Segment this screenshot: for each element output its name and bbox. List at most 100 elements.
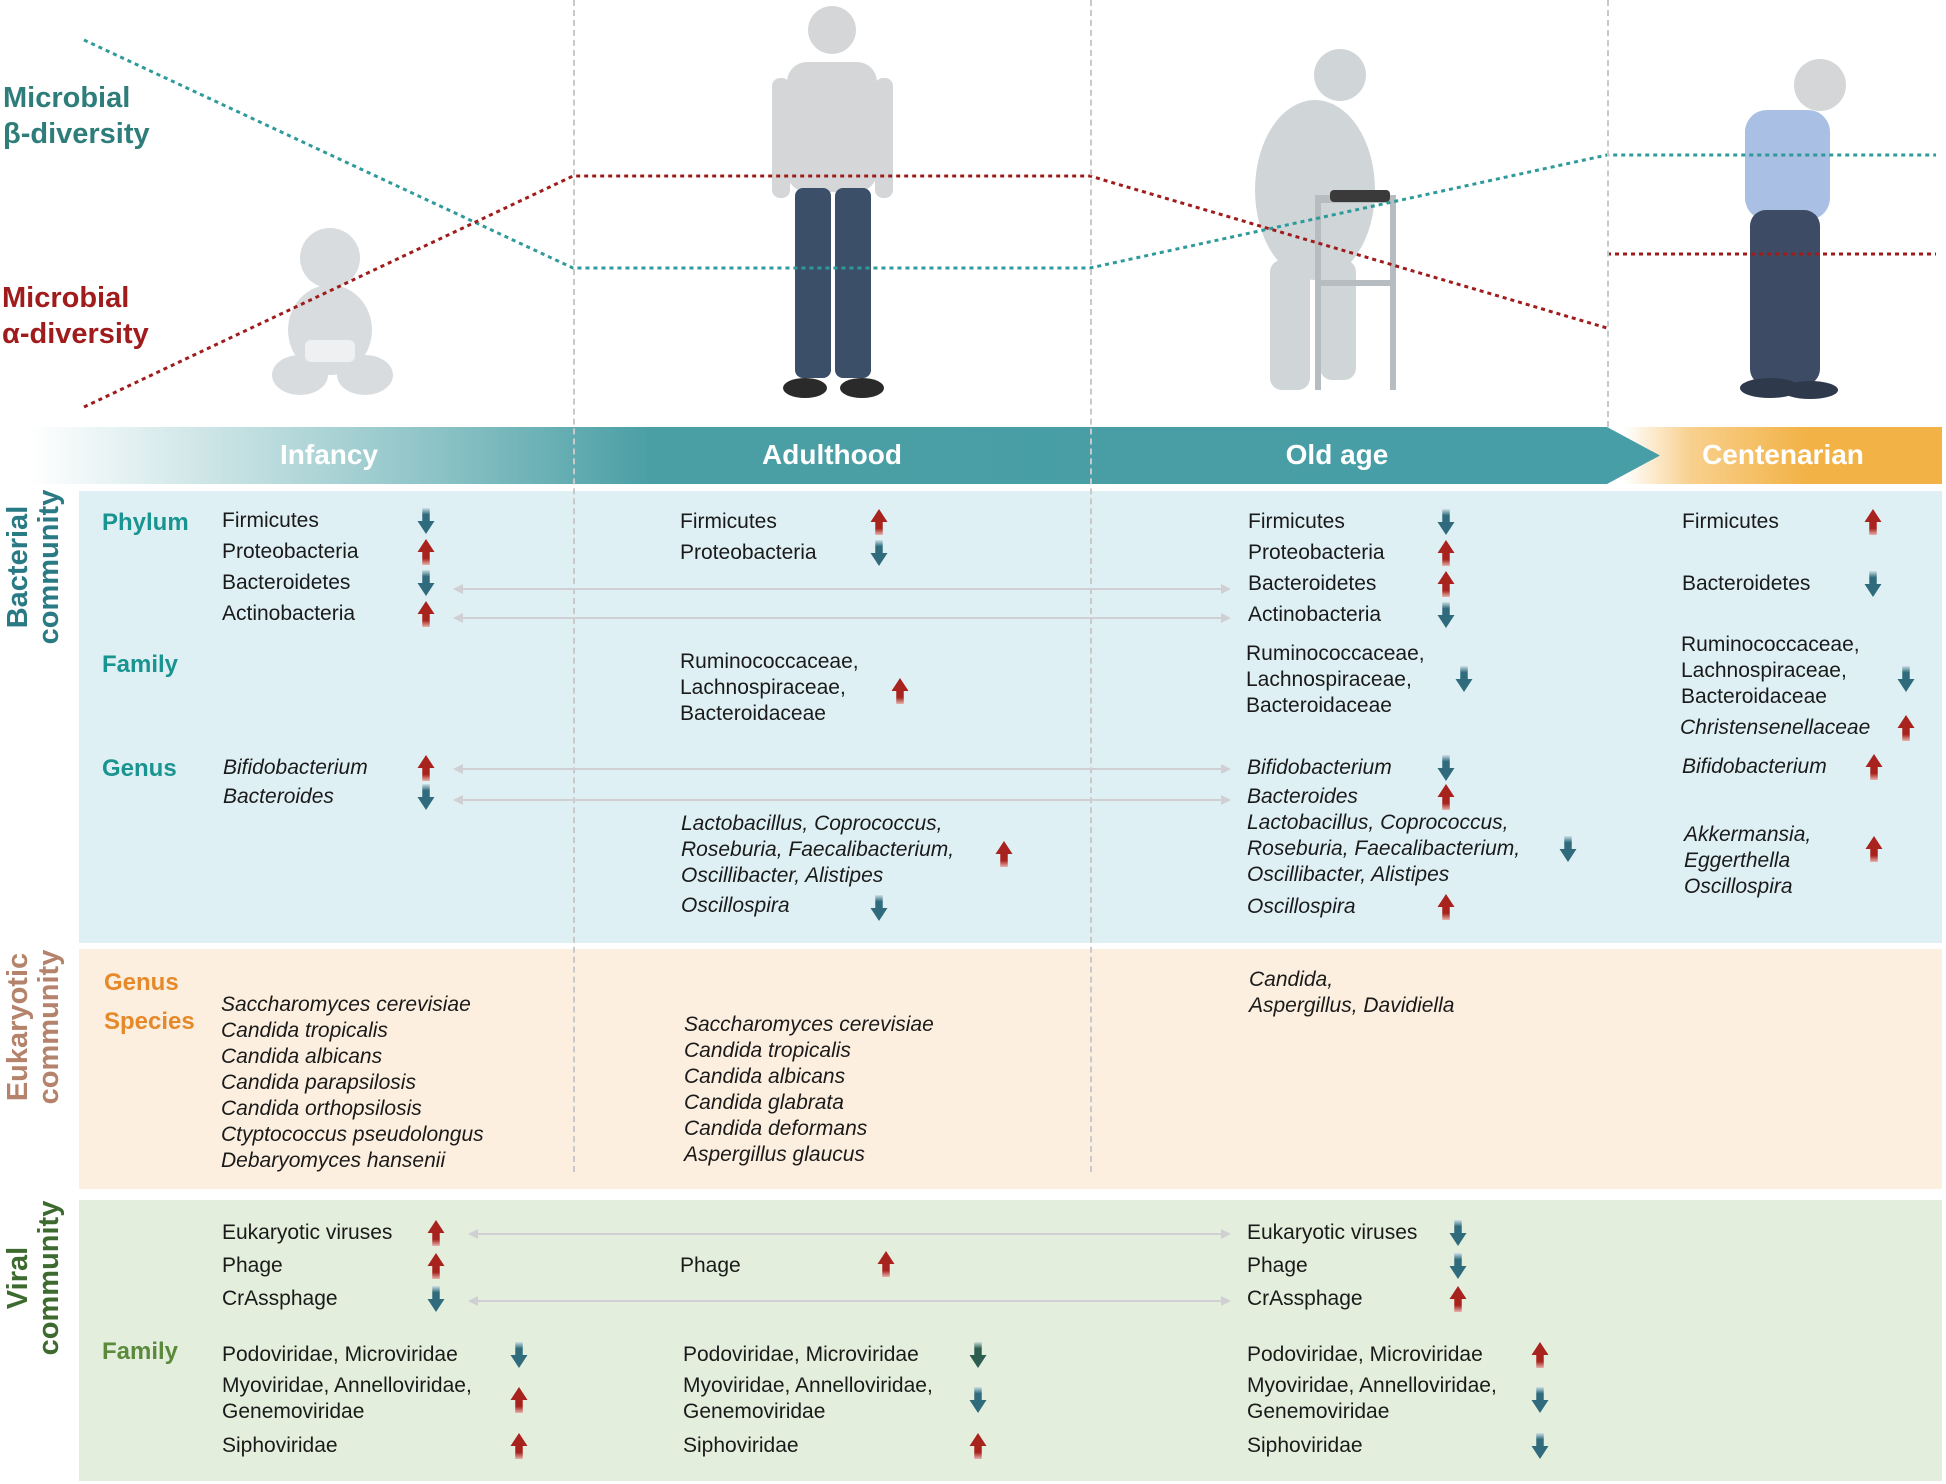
connector-bacteroidetes xyxy=(453,584,1231,594)
taxon-label: Ruminococcaceae, xyxy=(1246,642,1425,665)
taxon-label: Lactobacillus, Coprococcus, xyxy=(681,812,943,835)
taxon-label: Ruminococcaceae, xyxy=(680,650,859,673)
taxon-label: Bifidobacterium xyxy=(1247,756,1392,779)
taxon-label: Bifidobacterium xyxy=(223,756,368,779)
stage-centenarian: Centenarian xyxy=(1702,439,1864,470)
taxon-label: Candida albicans xyxy=(684,1065,846,1088)
taxon-label: Myoviridae, Annelloviridae, xyxy=(683,1374,933,1397)
connector-eukaryotic-viruses xyxy=(468,1229,1231,1239)
taxon-label: Firmicutes xyxy=(1248,510,1345,533)
taxon-label: Candida parapsilosis xyxy=(221,1071,416,1094)
divider-oldage-centenarian xyxy=(1607,0,1609,427)
stage-adulthood: Adulthood xyxy=(762,439,902,470)
centenarian-figure xyxy=(1740,59,1846,399)
diversity-trend-svg xyxy=(83,6,1936,409)
taxon-label: Candida, xyxy=(1249,968,1334,991)
taxon-label: Genemoviridae xyxy=(683,1400,826,1423)
taxon-label: Oscillospira xyxy=(1684,875,1793,898)
taxon-label: Proteobacteria xyxy=(222,540,359,563)
connector-crassphage xyxy=(468,1296,1231,1306)
taxon-label: Actinobacteria xyxy=(1248,603,1382,626)
taxon-label: Candida albicans xyxy=(221,1045,383,1068)
stage-old-age: Old age xyxy=(1285,439,1389,470)
connector-bifidobacterium xyxy=(453,764,1231,774)
taxon-label: Phage xyxy=(222,1254,283,1277)
taxon-label: Candida orthopsilosis xyxy=(221,1097,422,1120)
taxon-label: Actinobacteria xyxy=(222,602,356,625)
taxon-label: Candida tropicalis xyxy=(684,1039,851,1062)
taxon-label: Lachnospiraceae, xyxy=(680,676,846,699)
viral-panel xyxy=(79,1200,1942,1481)
taxon-label: Aspergillus glaucus xyxy=(684,1143,865,1166)
stage-banner xyxy=(30,427,1942,484)
taxon-label: Saccharomyces cerevisiae xyxy=(221,993,471,1016)
taxon-label: Podoviridae, Microviridae xyxy=(683,1343,919,1366)
taxon-label: Siphoviridae xyxy=(222,1434,338,1457)
centenarian-segment xyxy=(1607,427,1942,484)
level-phylum: Phylum xyxy=(102,509,189,536)
taxon-label: Lachnospiraceae, xyxy=(1246,668,1412,691)
adult-figure xyxy=(772,6,893,398)
taxon-label: CrAssphage xyxy=(1247,1287,1363,1310)
level-genus: Genus xyxy=(102,755,177,782)
infant-figure xyxy=(272,228,393,395)
taxon-label: Ctyptococcus pseudolongus xyxy=(221,1123,484,1146)
taxon-label: Saccharomyces cerevisiae xyxy=(684,1013,934,1036)
taxon-label: Oscillospira xyxy=(681,894,790,917)
taxon-label: Bifidobacterium xyxy=(1682,755,1827,778)
taxon-label: Eukaryotic viruses xyxy=(222,1221,393,1244)
taxon-label: Oscillibacter, Alistipes xyxy=(1247,863,1450,886)
bacterial-panel xyxy=(79,491,1942,943)
taxon-label: Genemoviridae xyxy=(222,1400,365,1423)
connector-bacteroides xyxy=(453,795,1231,805)
taxon-label: Roseburia, Faecalibacterium, xyxy=(681,838,955,861)
taxon-label: Proteobacteria xyxy=(1248,541,1385,564)
taxon-label: Aspergillus, Davidiella xyxy=(1249,994,1455,1017)
taxon-label: Podoviridae, Microviridae xyxy=(222,1343,458,1366)
taxon-label: Candida deformans xyxy=(684,1117,868,1140)
taxon-label: Bacteroidaceae xyxy=(1681,685,1827,708)
elderly-walker-figure xyxy=(1255,49,1396,390)
taxon-label: Akkermansia, xyxy=(1684,823,1812,846)
taxon-label: Firmicutes xyxy=(680,510,777,533)
taxon-label: Lactobacillus, Coprococcus, xyxy=(1247,811,1509,834)
taxon-label: CrAssphage xyxy=(222,1287,338,1310)
beta-label-line1: Microbial xyxy=(3,82,131,114)
taxon-label: Debaryomyces hansenii xyxy=(221,1149,446,1172)
alpha-label-line1: Microbial xyxy=(2,282,130,314)
taxon-label: Bacteroides xyxy=(1247,785,1358,808)
taxon-label: Firmicutes xyxy=(222,509,319,532)
taxon-label: Myoviridae, Annelloviridae, xyxy=(1247,1374,1497,1397)
connector-actinobacteria xyxy=(453,613,1231,623)
taxon-label: Bacteroidetes xyxy=(1248,572,1377,595)
taxon-label: Firmicutes xyxy=(1682,510,1779,533)
taxon-label: Eukaryotic viruses xyxy=(1247,1221,1418,1244)
alpha-label-line2: α-diversity xyxy=(2,318,149,350)
level-family: Family xyxy=(102,651,179,678)
taxon-label: Oscillospira xyxy=(1247,895,1356,918)
beta-diversity-line xyxy=(83,38,1936,270)
taxon-label: Phage xyxy=(1247,1254,1308,1277)
level-euk-species: Species xyxy=(104,1008,195,1035)
taxon-label: Eggerthella xyxy=(1684,849,1791,872)
taxon-label: Candida tropicalis xyxy=(221,1019,388,1042)
taxon-label: Bacteroides xyxy=(223,785,334,808)
taxon-label: Oscillibacter, Alistipes xyxy=(681,864,884,887)
taxon-label: Bacteroidaceae xyxy=(1246,694,1392,717)
taxon-label: Candida glabrata xyxy=(684,1091,844,1114)
taxon-label: Lachnospiraceae, xyxy=(1681,659,1847,682)
taxon-label: Bacteroidetes xyxy=(222,571,351,594)
taxon-label: Podoviridae, Microviridae xyxy=(1247,1343,1483,1366)
taxon-label: Phage xyxy=(680,1254,741,1277)
taxon-label: Proteobacteria xyxy=(680,541,817,564)
taxon-label: Roseburia, Faecalibacterium, xyxy=(1247,837,1521,860)
beta-diversity-label: Microbial β-diversity xyxy=(3,80,150,152)
level-viral-family: Family xyxy=(102,1338,179,1365)
taxon-label: Myoviridae, Annelloviridae, xyxy=(222,1374,472,1397)
alpha-diversity-label: Microbial α-diversity xyxy=(2,280,149,352)
divider-infancy-adulthood xyxy=(573,0,575,1172)
